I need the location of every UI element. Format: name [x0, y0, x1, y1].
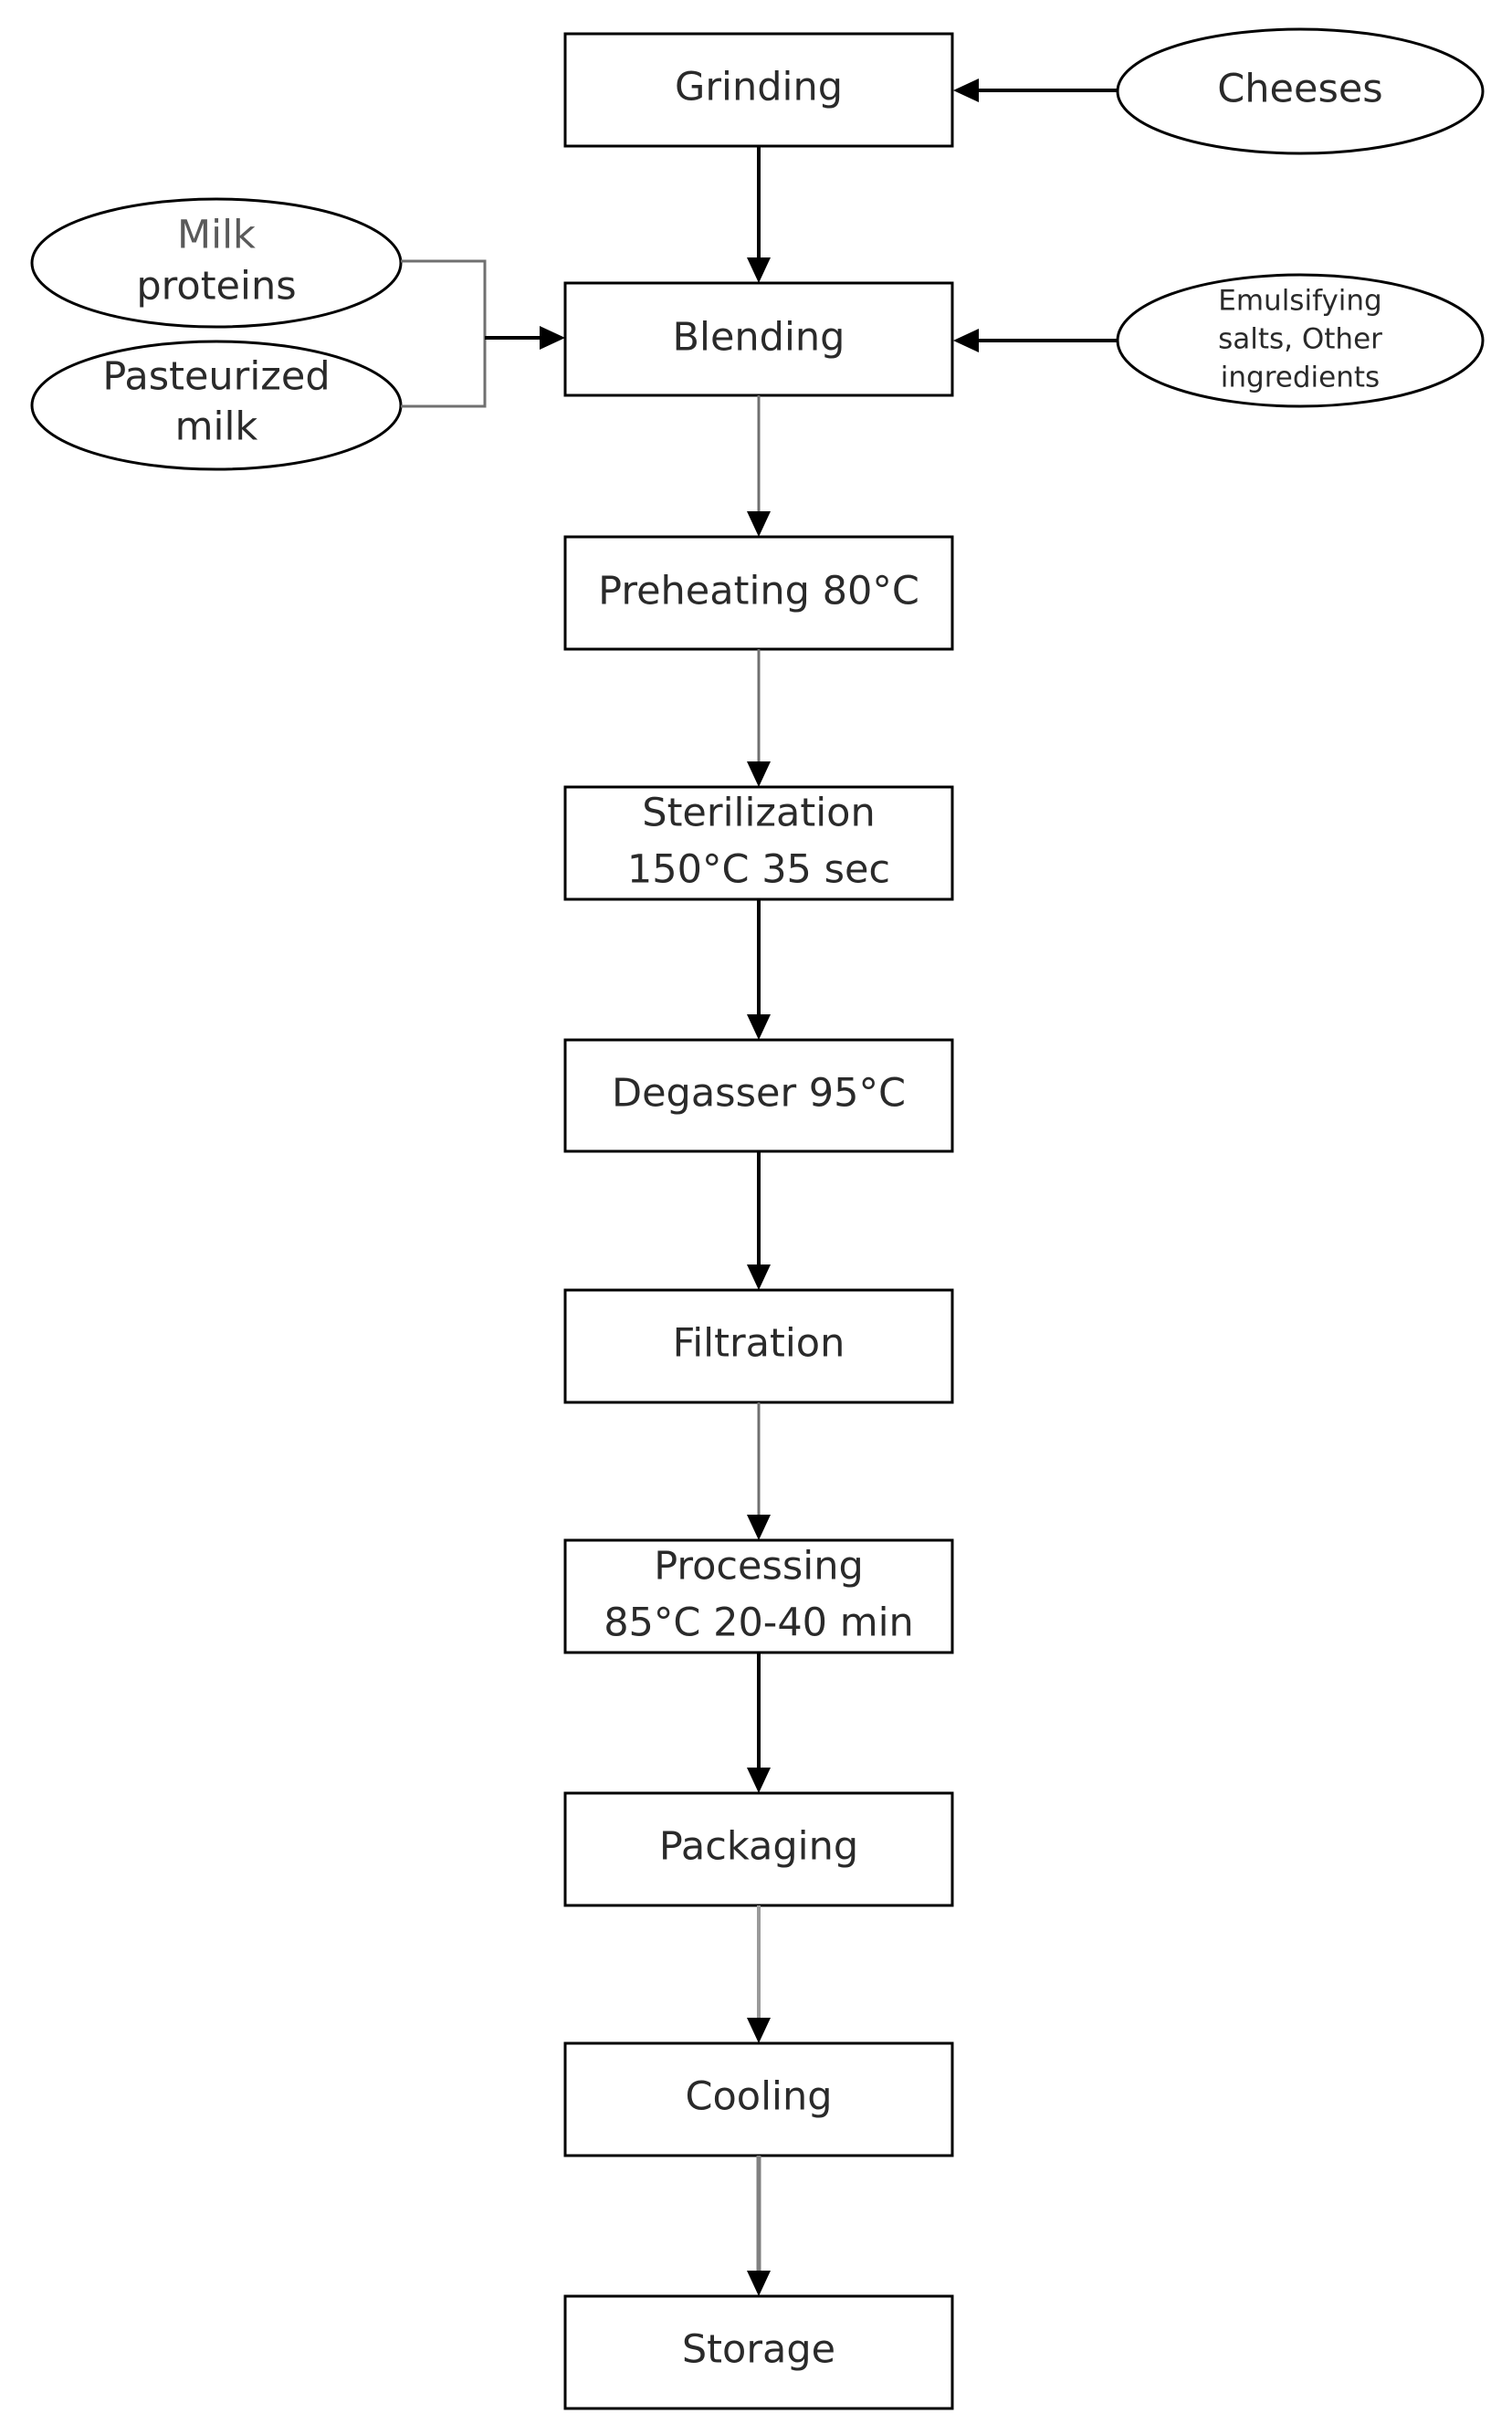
connector-milk-inputs-blending — [401, 259, 565, 408]
step-grinding-label: Grinding — [675, 65, 843, 110]
step-preheating-label: Preheating 80°C — [598, 569, 919, 614]
step-blending: Blending — [563, 281, 954, 397]
step-blending-label: Blending — [673, 315, 845, 361]
input-emulsifying-label-3: ingredients — [1221, 362, 1380, 394]
step-sterilization-label-1: Sterilization — [642, 791, 875, 836]
connector-cooling-storage — [747, 2156, 771, 2296]
connector-cheeses-grinding — [953, 79, 1118, 102]
step-packaging-label: Packaging — [659, 1824, 858, 1870]
connector-sterilization-degasser — [747, 899, 771, 1040]
connector-grinding-blending — [747, 146, 771, 283]
step-processing-label-1: Processing — [654, 1544, 864, 1590]
connector-filtration-processing — [747, 1402, 771, 1540]
step-packaging: Packaging — [563, 1791, 954, 1907]
input-milk-proteins-label-2: proteins — [136, 264, 296, 310]
step-filtration-label: Filtration — [673, 1321, 845, 1367]
step-processing-label-2: 85°C 20-40 min — [604, 1600, 914, 1646]
step-sterilization: Sterilization 150°C 35 sec — [563, 785, 954, 901]
input-pasteurized-milk-label-1: Pasteurized — [102, 354, 330, 400]
step-preheating: Preheating 80°C — [563, 535, 954, 651]
input-cheeses-label: Cheeses — [1217, 67, 1382, 112]
connector-packaging-cooling — [747, 1905, 771, 2043]
input-milk-proteins-label-1: Milk — [177, 213, 256, 258]
step-storage-label: Storage — [682, 2327, 835, 2373]
step-processing: Processing 85°C 20-40 min — [563, 1538, 954, 1654]
connector-degasser-filtration — [747, 1151, 771, 1290]
input-cheeses: Cheeses — [1116, 27, 1485, 155]
step-storage: Storage — [563, 2294, 954, 2410]
step-cooling: Cooling — [563, 2041, 954, 2157]
connector-preheating-sterilization — [747, 649, 771, 787]
connector-blending-preheating — [747, 395, 771, 537]
input-emulsifying-label-2: salts, Other — [1218, 323, 1382, 356]
input-emulsifying-label-1: Emulsifying — [1218, 285, 1381, 318]
step-degasser: Degasser 95°C — [563, 1038, 954, 1153]
step-degasser-label: Degasser 95°C — [612, 1071, 906, 1117]
input-pasteurized-milk: Pasteurized milk — [30, 340, 403, 471]
input-pasteurized-milk-label-2: milk — [175, 404, 258, 450]
connector-emulsifying-blending — [953, 329, 1118, 352]
step-sterilization-label-2: 150°C 35 sec — [627, 847, 890, 893]
step-filtration: Filtration — [563, 1288, 954, 1404]
step-cooling-label: Cooling — [685, 2074, 832, 2120]
step-grinding: Grinding — [563, 32, 954, 148]
input-emulsifying-salts: Emulsifying salts, Other ingredients — [1116, 273, 1485, 408]
connector-processing-packaging — [747, 1653, 771, 1793]
input-milk-proteins: Milk proteins — [30, 197, 403, 329]
